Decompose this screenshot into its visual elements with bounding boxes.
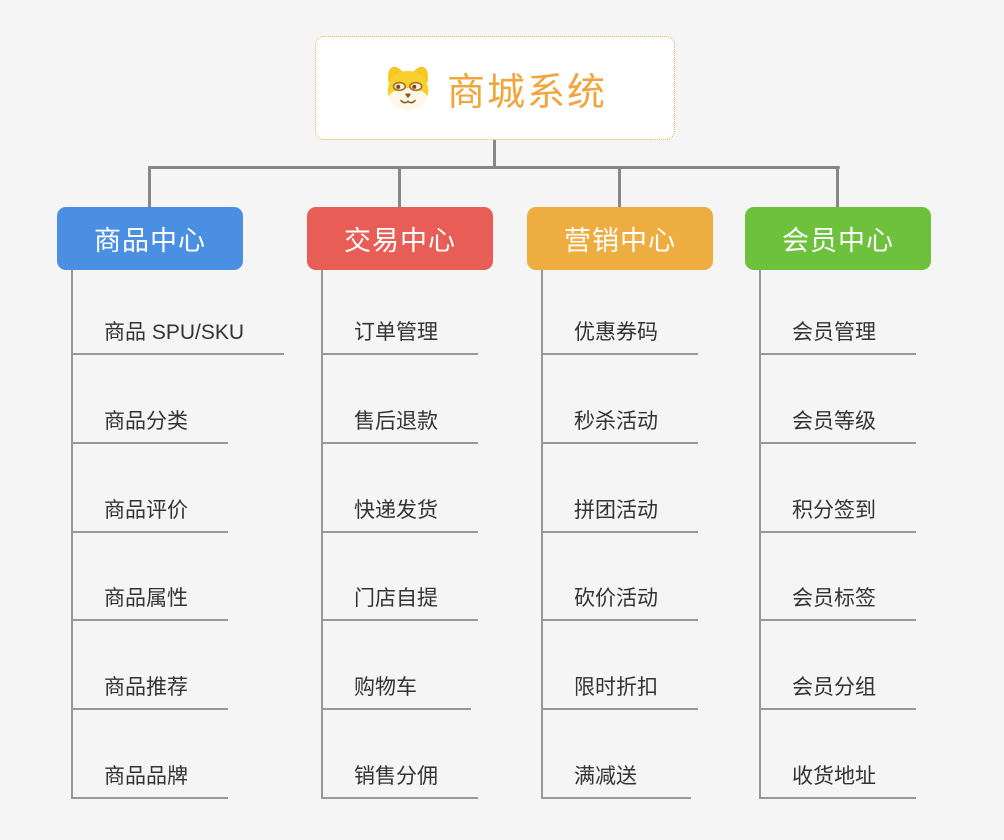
leaf-node[interactable]: 限时折扣 <box>541 621 698 711</box>
leaf-node[interactable]: 积分签到 <box>759 444 916 533</box>
branch-leaves: 会员管理会员等级积分签到会员标签会员分组收货地址 <box>759 270 916 799</box>
connector-root-stem <box>493 140 496 167</box>
leaf-node[interactable]: 商品推荐 <box>71 621 228 711</box>
connector-branch-vline <box>759 270 761 799</box>
leaf-node[interactable]: 商品属性 <box>71 533 228 622</box>
branch: 营销中心 优惠券码秒杀活动拼团活动砍价活动限时折扣满减送 <box>527 166 713 799</box>
leaf-node[interactable]: 秒杀活动 <box>541 355 698 444</box>
root-node[interactable]: 商城系统 <box>315 36 675 140</box>
connector-branch-drop <box>836 166 839 207</box>
connector-branch-drop <box>618 166 621 207</box>
branch: 交易中心 订单管理售后退款快递发货门店自提购物车销售分佣 <box>307 166 493 799</box>
branch-header-1[interactable]: 交易中心 <box>307 207 493 270</box>
connector-branch-vline <box>541 270 543 799</box>
dog-face-icon <box>387 66 429 110</box>
leaf-node[interactable]: 商品品牌 <box>71 710 228 799</box>
connector-branch-vline <box>71 270 73 799</box>
branch-leaves: 优惠券码秒杀活动拼团活动砍价活动限时折扣满减送 <box>541 270 698 799</box>
leaf-node[interactable]: 会员等级 <box>759 355 916 444</box>
leaf-node[interactable]: 快递发货 <box>321 444 478 533</box>
leaf-node[interactable]: 购物车 <box>321 621 471 711</box>
leaf-node[interactable]: 商品分类 <box>71 355 228 444</box>
leaf-node[interactable]: 会员分组 <box>759 621 916 711</box>
leaf-node[interactable]: 商品 SPU/SKU <box>71 270 285 355</box>
root-title: 商城系统 <box>446 71 607 114</box>
leaf-node[interactable]: 会员标签 <box>759 533 916 622</box>
branch-header-0[interactable]: 商品中心 <box>57 207 243 270</box>
leaf-node[interactable]: 收货地址 <box>759 710 916 799</box>
leaf-node[interactable]: 门店自提 <box>321 533 478 622</box>
leaf-node[interactable]: 砍价活动 <box>541 533 698 622</box>
leaf-node[interactable]: 拼团活动 <box>541 444 698 533</box>
branch: 会员中心 会员管理会员等级积分签到会员标签会员分组收货地址 <box>745 166 931 799</box>
branch-leaves: 订单管理售后退款快递发货门店自提购物车销售分佣 <box>321 270 478 799</box>
connector-horizontal <box>149 166 840 169</box>
connector-branch-vline <box>321 270 323 799</box>
connector-branch-drop <box>148 166 151 207</box>
leaf-node[interactable]: 满减送 <box>541 710 691 799</box>
leaf-node[interactable]: 售后退款 <box>321 355 478 444</box>
leaf-node[interactable]: 会员管理 <box>759 270 916 355</box>
leaf-node[interactable]: 销售分佣 <box>321 710 478 799</box>
branch-header-2[interactable]: 营销中心 <box>527 207 713 270</box>
branch-header-3[interactable]: 会员中心 <box>745 207 931 270</box>
leaf-node[interactable]: 商品评价 <box>71 444 228 533</box>
leaf-node[interactable]: 优惠券码 <box>541 270 698 355</box>
connector-branch-drop <box>398 166 401 207</box>
leaf-node[interactable]: 订单管理 <box>321 270 478 355</box>
